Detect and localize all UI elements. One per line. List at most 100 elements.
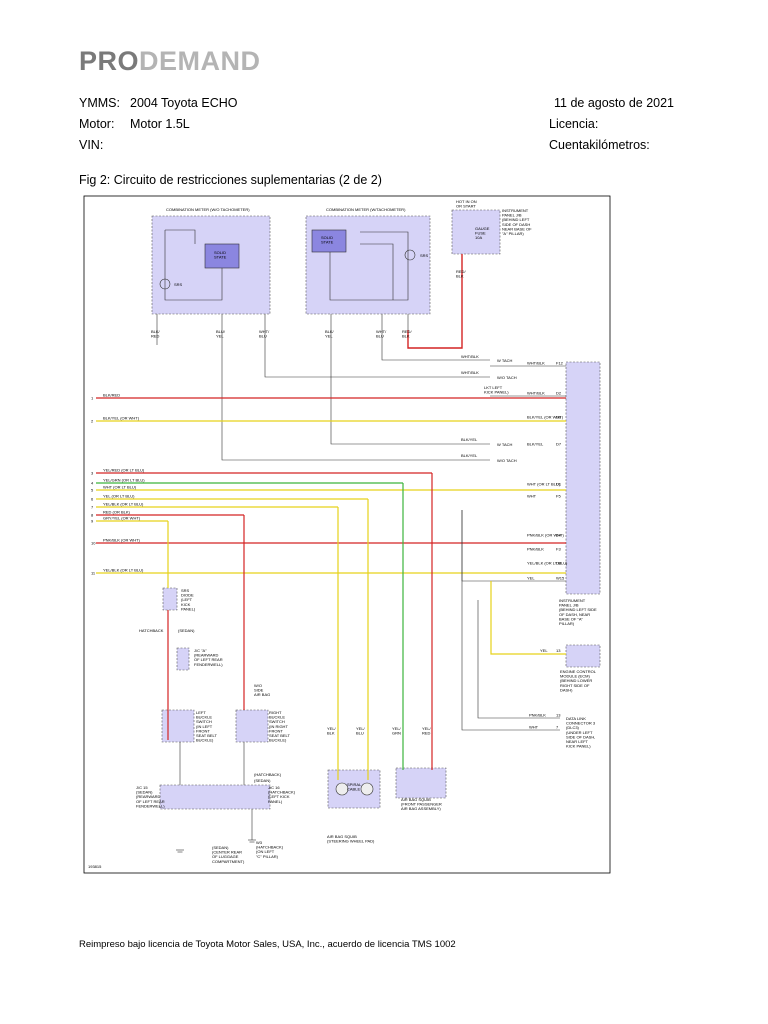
dlc-wire (477, 600, 560, 719)
jc-a-label-line: (REARWARD (194, 653, 219, 658)
airbag-steering-label-line: AIR BAG SQUIB (327, 834, 357, 839)
dlc3-label-line: (DLC3) (566, 725, 580, 730)
jb-pin-label: WHT (527, 494, 537, 499)
meter-wire-label-line: WHT/ (259, 329, 270, 334)
instrument-panel-top-label-line: "A" PILLAR) (502, 231, 524, 236)
squib-wire-label-line: YEL/ (327, 726, 337, 731)
jc15-label-line: OF LEFT REAR (136, 799, 165, 804)
instrument-panel-top-label-line: INSTRUMENT (502, 208, 529, 213)
left-buckle-label-line: SEAT BELT (196, 733, 217, 738)
jb-pin-number: D1 (556, 482, 562, 487)
tach-wire-label: WHT/BLK (461, 354, 479, 359)
airbag-passenger-label-line: (FRONT PASSENGER (401, 802, 442, 807)
engine-control-module (565, 644, 601, 668)
jc16-label-line: (LEFT KICK (268, 794, 290, 799)
jb-pin-label: WHT (OR LT BLU) (527, 482, 561, 487)
squib-wire-label: YEL/BLU (356, 726, 366, 736)
jc15-label-line: J/C 15 (136, 785, 148, 790)
sedan-label-2: (SEDAN) (254, 778, 271, 783)
srs-diode-label-line: SRS (181, 588, 190, 593)
tach-wire-label: BLK/YEL (461, 437, 478, 442)
airbag-passenger-label-line: AIR BAG ASSEMBLY) (401, 806, 441, 811)
dlc3-label-line: SIDE OF DASH, (566, 734, 595, 739)
tach-wire-label: BLK/YEL (461, 453, 478, 458)
harness-wire-label: RED (OR BLK) (103, 510, 131, 515)
hatchback-label-2: (HATCHBACK) (254, 772, 282, 777)
ecm-label-line: RIGHT SIDE OF (560, 683, 590, 688)
left-buckle-label-line: BUCKLE) (196, 738, 214, 743)
jb-pin-number: F5 (556, 494, 561, 499)
meter-wire-label: BLU/YEL (216, 329, 226, 339)
meter-wire-label-line: BLK (402, 334, 410, 339)
squib-wire-label-line: YEL/ (422, 726, 432, 731)
combination-meter-no-tach-title: COMBINATION METER (W/O TACHOMETER) (166, 207, 250, 212)
harness-wire-label: YEL/BLK (OR LT BLU) (103, 568, 144, 573)
meter-wire-label-line: BLU/ (216, 329, 226, 334)
meter-internal (360, 243, 394, 300)
left-buckle-label-line: BUCKLE (196, 715, 212, 720)
dlc-pin-number: 13 (556, 713, 561, 718)
jc-a-label-line: J/C "A" (194, 648, 207, 653)
harness-wire-label: YEL/GRN (OR LT BLU) (103, 478, 145, 483)
jb-pin-number: W15 (556, 576, 565, 581)
harness-wire-label: YEL/BLK (OR LT BLU) (103, 502, 144, 507)
ground-hatchback-label-line: (HATCHBACK) (256, 845, 284, 850)
ecm-label-line: ENGINE CONTROL (560, 669, 597, 674)
jc16-label-line: (HATCHBACK) (268, 790, 296, 795)
ground-sedan-label-line: (CENTER REAR (212, 850, 242, 855)
jb-pin-number: D2 (556, 391, 562, 396)
dlc3-label-line: (UNDER LEFT (566, 730, 593, 735)
jb-pin-label: YEL/BLK (OR LT BLU) (527, 561, 568, 566)
solid-state-module-2 (311, 229, 347, 253)
w-tach-label-1: W TACH (497, 358, 513, 363)
wire-layer (96, 229, 566, 840)
ecm-label-line: (BEHIND LOWER (560, 678, 592, 683)
left-buckle-label-line: LEFT (196, 710, 206, 715)
hot-in-on-label-line: OR START (456, 204, 476, 209)
squib-wire-label-line: YEL/ (356, 726, 366, 731)
dlc3-label-line: NEAR LEFT (566, 739, 589, 744)
kick-panel-label-line: LKT LEFT (484, 385, 503, 390)
dlc-pin-number: 7 (556, 725, 559, 730)
instrument-panel-top-label-line: SIDE OF DASH (502, 222, 530, 227)
license-label: Licencia: (549, 117, 599, 131)
solid-state-module-1 (204, 243, 240, 269)
harness-wire-label: YEL (OR LT BLU) (103, 494, 135, 499)
jc15-label-line: (SEDAN) (136, 790, 153, 795)
left-pin-number: 5 (91, 488, 94, 493)
srs-diode (162, 587, 178, 611)
harness-wire-label: YEL/RED (OR LT BLU) (103, 468, 145, 473)
left-pin-number: 7 (91, 505, 94, 510)
squib-wire-label: YEL/GRN (392, 726, 402, 736)
instrument-panel-top-label-line: PANEL J/B (502, 213, 522, 218)
tach-wire (221, 345, 490, 461)
jb-pin-number: D7 (556, 442, 562, 447)
jb-pin-number: D8 (556, 561, 562, 566)
combination-meter-with-tach-title: COMBINATION METER (W/TACHOMETER) (326, 207, 406, 212)
airbag-squib-passenger (395, 767, 447, 799)
harness-wire-label: BLK/YEL (OR WHT) (103, 416, 140, 421)
jc16-label-line: PANEL) (268, 799, 283, 804)
squib-wire-label: YEL/BLK (327, 726, 337, 736)
component-blocks (151, 209, 601, 853)
jb-pin-label: BLK/YEL (OR WHT) (527, 415, 564, 420)
squib-wire-label-line: BLK (327, 731, 335, 736)
instrument-panel-top-label-line: NEAR BASE OF (502, 226, 532, 231)
meter-internal (329, 231, 409, 301)
ymms-value: 2004 Toyota ECHO (130, 96, 238, 110)
meter-wire-label-line: BLU (259, 334, 267, 339)
red-blk-label-line: RED/ (456, 269, 466, 274)
left-pin-number: 9 (91, 519, 94, 524)
dlc-pin-label: WHT (529, 725, 539, 730)
meter-wire-label-line: BLU (376, 334, 384, 339)
